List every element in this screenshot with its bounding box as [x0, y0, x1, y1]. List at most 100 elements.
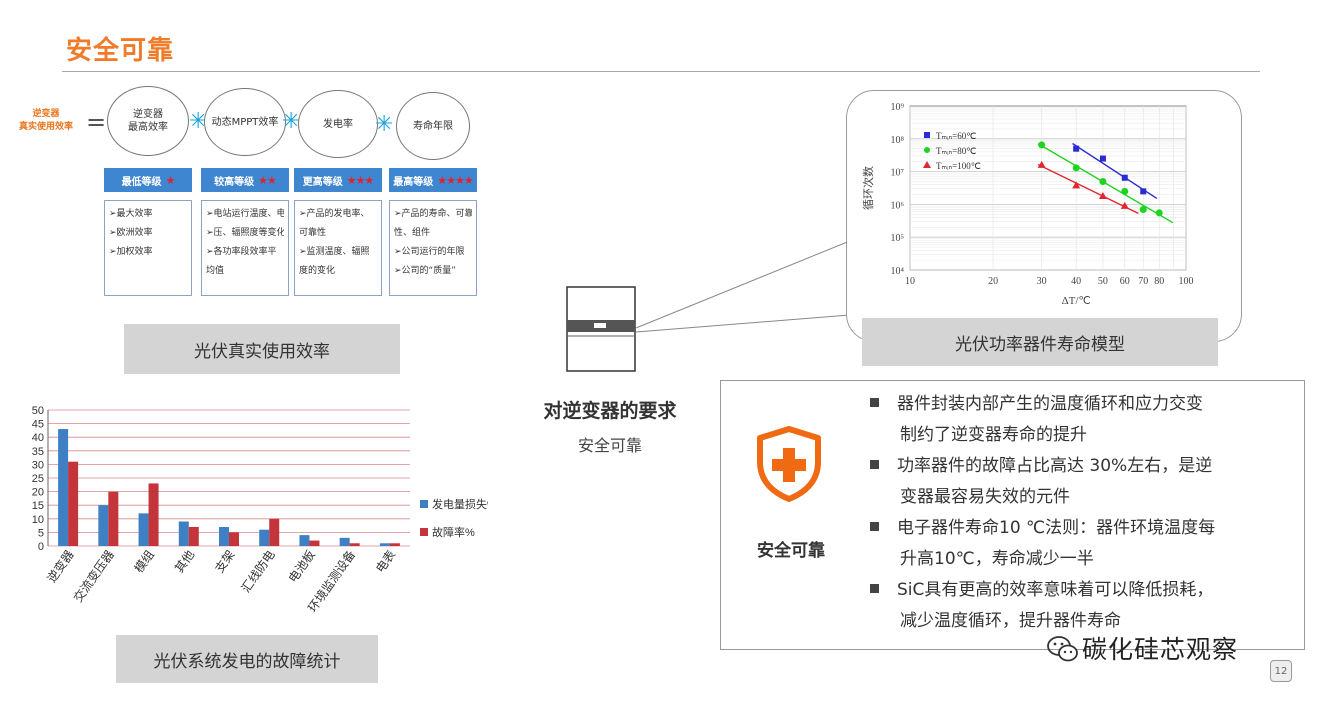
legend-label: 故障率% — [432, 525, 475, 539]
legend-label: Tₘᵢₙ=100℃ — [936, 161, 981, 171]
level-header: 最低等级★ — [104, 168, 192, 192]
level-label: 最低等级 — [121, 176, 162, 188]
y-tick-label: 10⁴ — [891, 266, 905, 277]
formula-term-max-efficiency: 逆变器最高效率 — [107, 86, 189, 156]
multiply-icon: ✳ — [375, 112, 394, 137]
x-tick-label: 30 — [1037, 276, 1047, 287]
level-label: 更高等级 — [302, 176, 343, 188]
data-point — [1121, 187, 1129, 195]
level-item: ➢加权效率 — [109, 247, 153, 257]
y-tick-label: 10⁹ — [891, 102, 905, 113]
star-rating-icon: ★★ — [258, 173, 277, 187]
level-item: ➢电站运行温度、电 — [206, 209, 284, 219]
y-tick-label: 35 — [32, 446, 44, 458]
data-point — [1121, 174, 1128, 181]
level-header: 最高等级★★★★ — [389, 168, 477, 192]
x-tick-label: 模组 — [132, 548, 157, 576]
level-detail-box: ➢最大效率➢欧洲效率➢加权效率 — [104, 200, 192, 296]
x-tick-label: 40 — [1071, 276, 1081, 287]
level-item: 度的变化 — [299, 266, 336, 276]
bar — [219, 526, 229, 546]
data-point — [1038, 141, 1046, 149]
level-item: ➢压、辐照度等变化， — [206, 228, 284, 238]
bar — [339, 537, 350, 546]
formula-lhs: 逆变器真实使用效率 — [8, 108, 84, 134]
level-item: ➢监测温度、辐照 — [299, 247, 370, 257]
level-item: 性、组件 — [394, 228, 431, 238]
data-point — [1155, 209, 1163, 217]
legend-label: 发电量损失% — [432, 497, 488, 511]
y-tick-label: 10 — [32, 514, 44, 526]
legend-label: Tₘᵢₙ=80℃ — [936, 146, 976, 156]
data-point — [1072, 164, 1080, 172]
y-tick-label: 10⁸ — [891, 135, 905, 146]
inverter-requirement-title: 对逆变器的要求 — [543, 400, 677, 422]
x-tick-label: 60 — [1120, 276, 1130, 287]
bullet-square-icon — [870, 583, 879, 593]
safety-reliability-box — [720, 380, 1305, 650]
y-tick-label: 25 — [32, 473, 44, 485]
bar — [148, 483, 159, 546]
y-tick-label: 30 — [32, 459, 44, 471]
x-tick-label: 10 — [905, 276, 915, 287]
data-point — [1072, 181, 1081, 189]
level-label: 最高等级 — [393, 176, 434, 188]
x-axis-label: ΔT/℃ — [1062, 295, 1091, 307]
caption-fault-statistics: 光伏系统发电的故障统计 — [116, 635, 378, 683]
bullet-square-icon — [870, 521, 879, 531]
level-item: ➢各功率段效率平 — [206, 247, 277, 257]
data-point — [1099, 155, 1106, 162]
y-tick-label: 50 — [32, 405, 44, 417]
caption-lifetime-model: 光伏功率器件寿命模型 — [862, 318, 1218, 366]
bar — [379, 543, 390, 546]
level-detail-box: ➢产品的寿命、可靠性、组件➢公司运行的年限➢公司的“质量” — [389, 200, 477, 296]
page-number: 12 — [1270, 660, 1292, 682]
formula-lhs-text: 逆变器真实使用效率 — [18, 109, 73, 132]
bar — [98, 505, 109, 546]
data-point — [1139, 205, 1147, 213]
y-tick-label: 0 — [38, 541, 44, 553]
bar — [188, 526, 199, 546]
x-tick-label: 逆变器 — [44, 547, 77, 585]
safety-bullet: 器件封装内部产生的温度循环和应力交变制约了逆变器寿命的提升 — [870, 389, 1300, 451]
safety-label: 安全可靠 — [757, 541, 825, 561]
bar — [68, 461, 79, 546]
data-point — [1037, 160, 1046, 168]
bar — [389, 543, 400, 546]
bullet-square-icon — [870, 397, 879, 407]
bullet-text: 器件封装内部产生的温度循环和应力交变 — [897, 394, 1203, 414]
formula-term-mppt: 动态MPPT效率 — [204, 88, 286, 156]
x-tick-label: 20 — [988, 276, 998, 287]
bar — [178, 521, 189, 546]
x-tick-label: 70 — [1138, 276, 1148, 287]
x-tick-label: 交流变压器 — [70, 547, 117, 605]
bar — [58, 429, 69, 546]
watermark-text: 碳化硅芯观察 — [1082, 635, 1239, 664]
bullet-text: 变器最容易失效的元件 — [900, 487, 1070, 507]
y-tick-label: 45 — [32, 419, 44, 431]
bar — [108, 491, 119, 546]
bar — [349, 543, 360, 546]
bullet-text: 电子器件寿命10 ℃法则：器件环境温度每 — [897, 518, 1216, 538]
bar — [138, 513, 149, 546]
y-axis-label: 循环次数 — [861, 166, 875, 210]
level-header: 更高等级★★★ — [294, 168, 382, 192]
bullet-text: SiC具有更高的效率意味着可以降低损耗， — [897, 580, 1214, 600]
legend-swatch — [420, 500, 428, 508]
safety-bullet: SiC具有更高的效率意味着可以降低损耗，减少温度循环，提升器件寿命 — [870, 575, 1300, 637]
star-rating-icon: ★ — [165, 173, 176, 187]
data-point — [1098, 192, 1107, 200]
x-tick-label: 电池板 — [286, 548, 318, 586]
x-tick-label: 80 — [1154, 276, 1164, 287]
title-divider — [62, 71, 1260, 72]
bar — [299, 535, 310, 546]
multiply-icon: ✳ — [189, 109, 208, 134]
star-rating-icon: ★★★ — [346, 173, 375, 187]
safety-bullets: 器件封装内部产生的温度循环和应力交变制约了逆变器寿命的提升功率器件的故障占比高达… — [870, 389, 1300, 637]
bullet-text: 制约了逆变器寿命的提升 — [900, 425, 1087, 445]
level-detail-box: ➢产品的发电率、可靠性➢监测温度、辐照度的变化 — [294, 200, 382, 296]
y-tick-label: 20 — [32, 487, 44, 499]
x-tick-label: 50 — [1098, 276, 1108, 287]
star-rating-icon: ★★★★ — [437, 173, 473, 187]
